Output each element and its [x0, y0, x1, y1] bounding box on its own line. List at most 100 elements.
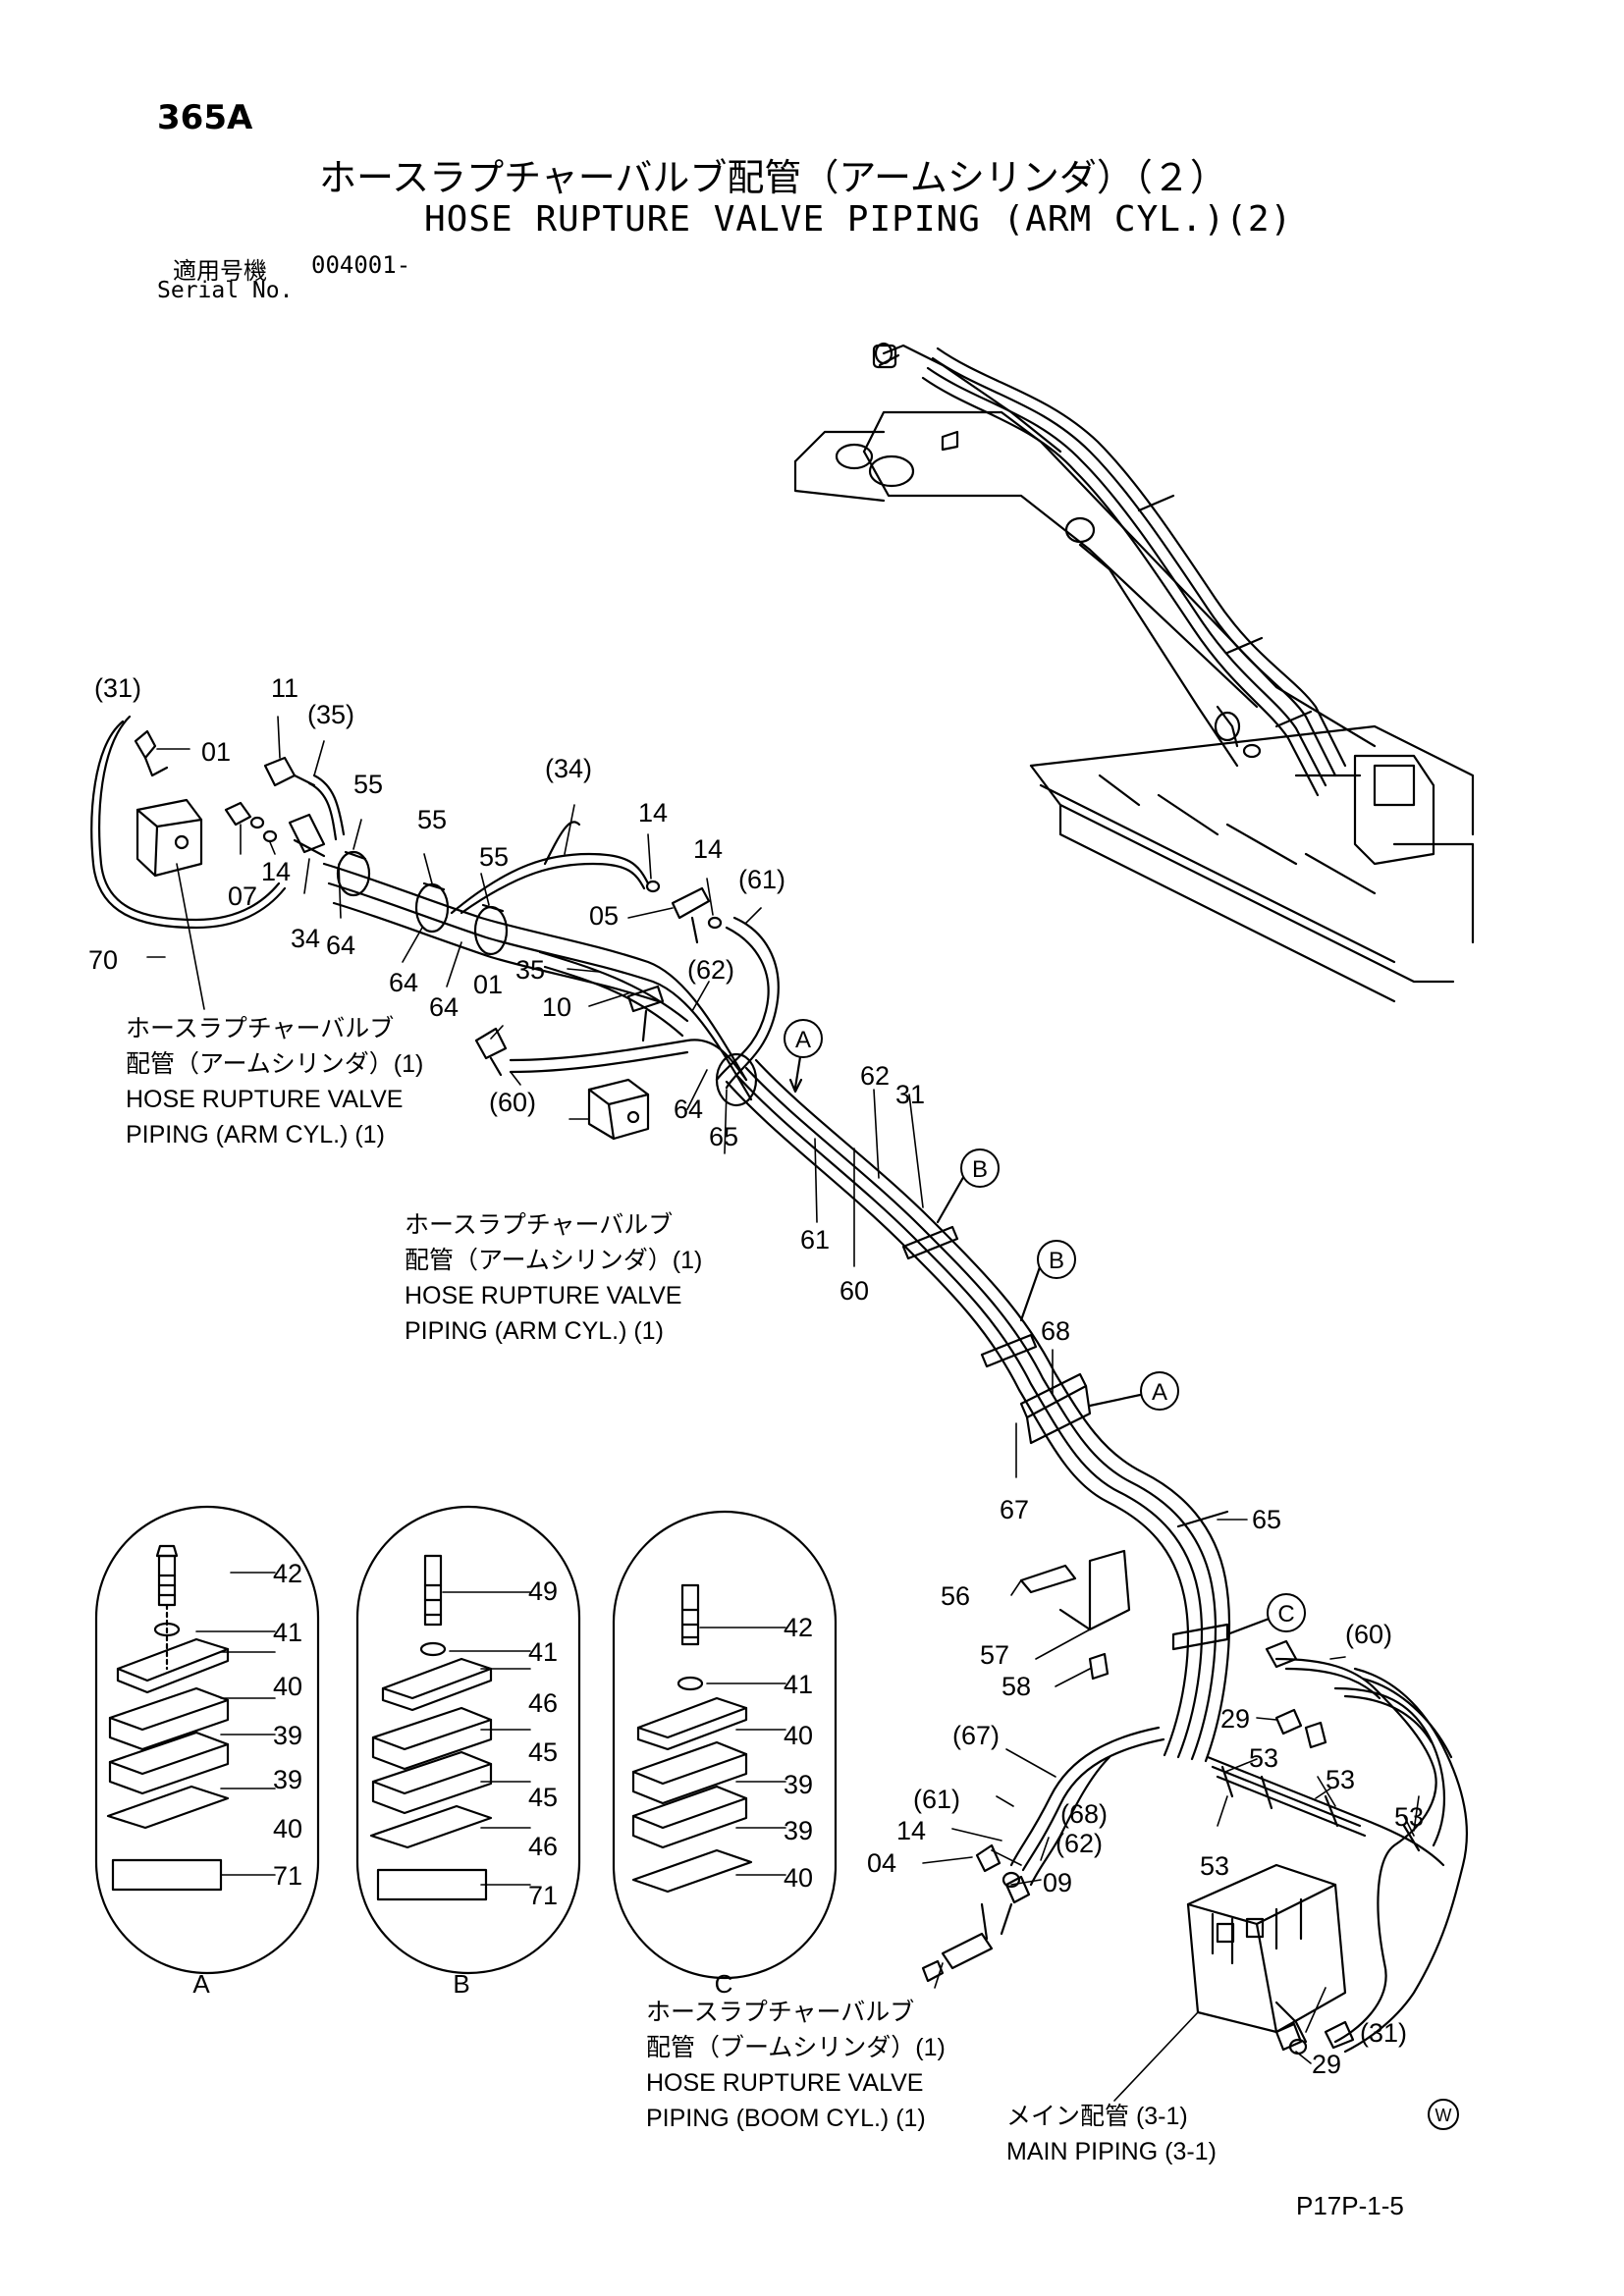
note-3-jp-line2: 配管（ブームシリンダ）(1) [646, 2034, 946, 2061]
callout-35b: 35 [515, 955, 546, 985]
callout-46a: 46 [528, 1688, 559, 1718]
note-2-en-line1: HOSE RUPTURE VALVE [405, 1282, 682, 1309]
note-3-en-line1: HOSE RUPTURE VALVE [646, 2069, 924, 2097]
callout-14c: 14 [261, 857, 292, 886]
hose-rupture-valve-left [90, 715, 346, 930]
callout-60b: 60 [839, 1276, 870, 1306]
model-number: 365A [157, 98, 253, 137]
callout-60c: (60) [1345, 1620, 1393, 1649]
callout-62b: 62 [860, 1061, 891, 1091]
callout-34a: (34) [545, 754, 593, 783]
note-1-en-line1: HOSE RUPTURE VALVE [126, 1086, 404, 1113]
callout-40d: 40 [784, 1863, 814, 1893]
hose-run-main [715, 1052, 1231, 1763]
note-2-jp-line1: ホースラプチャーバルブ [405, 1211, 674, 1239]
callout-39a: 39 [273, 1721, 303, 1750]
callout-65a: 65 [709, 1122, 739, 1151]
leader-lines [146, 716, 1420, 2102]
callout-53b: 53 [1326, 1765, 1356, 1794]
hose-bundle-upper [322, 821, 780, 1101]
callout-40c: 40 [784, 1721, 814, 1750]
marker-a2: A [1152, 1379, 1167, 1406]
note-main-piping: メイン配管 (3-1) MAIN PIPING (3-1) [1006, 2099, 1217, 2169]
page-title-jp: ホースラプチャーバルブ配管（アームシリンダ）（２） [319, 156, 1227, 199]
callout-29a: 29 [1220, 1704, 1251, 1734]
callout-42a: 42 [273, 1559, 303, 1588]
detail-capsule-c [612, 1510, 838, 1980]
marker-b2: B [1049, 1248, 1064, 1274]
callout-64a: 64 [326, 931, 356, 960]
note-boom-cyl: ホースラプチャーバルブ 配管（ブームシリンダ）(1) HOSE RUPTURE … [646, 1995, 946, 2136]
serial-value: 004001- [311, 251, 411, 279]
callout-40a: 40 [273, 1672, 303, 1701]
callout-65b: 65 [1252, 1505, 1282, 1534]
page-code: P17P-1-5 [1296, 2191, 1404, 2220]
control-valve-block [1186, 1863, 1347, 2056]
callout-39b: 39 [273, 1765, 303, 1794]
detail-capsule-b [355, 1505, 581, 1975]
circle-markers [784, 1019, 1459, 2130]
note-1-jp-line2: 配管（アームシリンダ）(1) [126, 1050, 424, 1078]
callout-55c: 55 [479, 842, 510, 872]
callout-45b: 45 [528, 1783, 559, 1812]
serial-label-jp: 適用号機 [173, 257, 267, 285]
callout-67a: 67 [1000, 1495, 1030, 1524]
note-4-en-line1: MAIN PIPING (3-1) [1006, 2138, 1217, 2165]
callout-57: 57 [980, 1640, 1010, 1670]
note-3-jp-line1: ホースラプチャーバルブ [646, 1999, 915, 2026]
callout-41a: 41 [273, 1618, 303, 1647]
callout-42b: 42 [784, 1613, 814, 1642]
note-2-en-line2: PIPING (ARM CYL.) (1) [405, 1317, 664, 1345]
callout-46b: 46 [528, 1832, 559, 1861]
note-1-jp-line1: ホースラプチャーバルブ [126, 1015, 395, 1042]
callout-53c: 53 [1200, 1851, 1230, 1881]
boom-arm-drawing [793, 342, 1475, 1003]
marker-a1: A [795, 1027, 811, 1053]
callout-41b: 41 [528, 1637, 559, 1667]
w-mark: W [1435, 2106, 1452, 2125]
note-arm-cyl-1: ホースラプチャーバルブ 配管（アームシリンダ）(1) HOSE RUPTURE … [126, 1011, 423, 1152]
note-3-en-line2: PIPING (BOOM CYL.) (1) [646, 2105, 926, 2132]
detail-a-parts [106, 1544, 230, 1892]
marker-b1: B [972, 1156, 988, 1183]
callout-64d: 64 [674, 1095, 704, 1124]
callout-56: 56 [941, 1581, 971, 1611]
detail-c-parts [631, 1583, 753, 1894]
callout-31c: (31) [1360, 2018, 1408, 2048]
callout-04: 04 [867, 1848, 897, 1878]
callout-53a: 53 [1249, 1743, 1279, 1773]
callout-64c: 64 [429, 992, 460, 1022]
callout-10: 10 [542, 992, 572, 1022]
callout-31b: 31 [895, 1080, 926, 1109]
page-title-en: HOSE RUPTURE VALVE PIPING (ARM CYL.)(2) [424, 199, 1293, 240]
hose-lower-left [921, 1726, 1165, 1983]
callout-61c: (61) [913, 1785, 961, 1814]
note-4-jp-line1: メイン配管 (3-1) [1006, 2103, 1188, 2130]
detail-a-label: A [192, 1969, 210, 1999]
hose-lower-right [1206, 1639, 1469, 2054]
callout-58: 58 [1001, 1672, 1032, 1701]
callout-62a: (62) [687, 955, 735, 985]
callout-68b: (68) [1060, 1799, 1109, 1829]
callout-62c: (62) [1056, 1829, 1104, 1858]
bracket-assembly [1019, 1549, 1131, 1681]
callout-61b: 61 [800, 1225, 831, 1255]
note-arm-cyl-2: ホースラプチャーバルブ 配管（アームシリンダ）(1) HOSE RUPTURE … [405, 1207, 702, 1349]
callout-14d: 14 [896, 1816, 927, 1845]
callout-49: 49 [528, 1576, 559, 1606]
detail-b-parts [369, 1554, 493, 1901]
callout-67b: (67) [952, 1721, 1001, 1750]
marker-c1: C [1277, 1601, 1294, 1628]
callout-05: 05 [589, 901, 620, 931]
callout-09: 09 [1043, 1868, 1073, 1897]
note-2-jp-line2: 配管（アームシリンダ）(1) [405, 1247, 703, 1274]
callout-35a: (35) [307, 700, 355, 729]
callout-40b: 40 [273, 1814, 303, 1843]
callout-55a: 55 [353, 770, 384, 799]
callout-71b: 71 [528, 1881, 559, 1910]
callout-01a: 01 [201, 737, 232, 767]
serial-label-en: Serial No. [157, 278, 294, 303]
callout-14b: 14 [693, 834, 724, 864]
callout-34b: 34 [291, 924, 321, 953]
